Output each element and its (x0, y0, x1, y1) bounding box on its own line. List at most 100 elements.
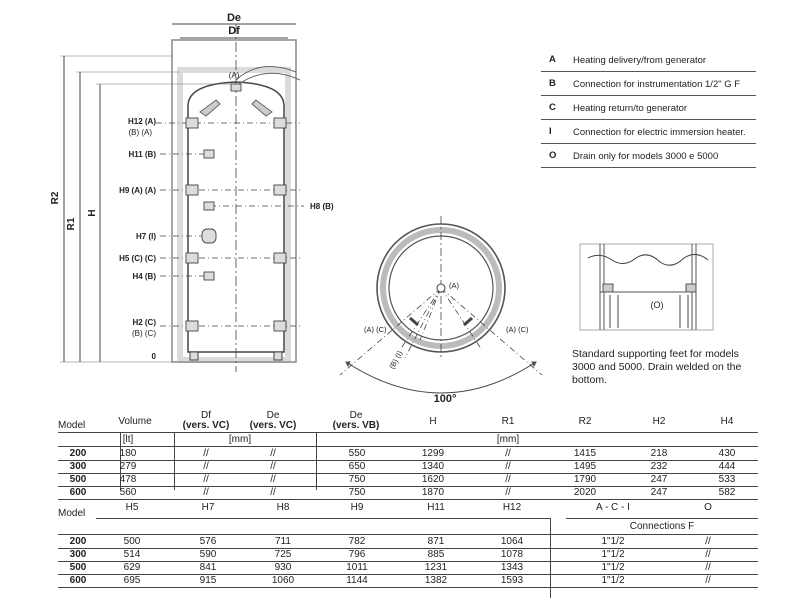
t1-cell-volume: 180 (119, 448, 137, 459)
t2-cell-o: // (705, 536, 711, 547)
t1-cell-volume: 478 (119, 474, 137, 485)
t1-cell-model: 300 (69, 461, 87, 472)
t2-cell-h8: 930 (274, 562, 292, 573)
t2-model-header: Model (58, 508, 86, 519)
t1-cell-h4: 444 (718, 461, 736, 472)
t2-h7-header: H7 (201, 502, 215, 513)
dimensions-table-1: Model Volume Df (vers. VC) De (vers. VC)… (0, 410, 800, 500)
t2-cell-h7: 576 (199, 536, 217, 547)
conn-label-zero: 0 (152, 352, 157, 361)
nozzle-h4 (203, 271, 215, 281)
t1-cell-model: 500 (69, 474, 87, 485)
t2-cell-h8: 1060 (271, 575, 295, 586)
t1-cell-de: // (270, 461, 276, 472)
t1-unit-mm-2: [mm] (496, 434, 520, 445)
legend-text: Heating return/to generator (573, 103, 688, 114)
plan-left-label: (A) (C) (364, 325, 387, 334)
t1-cell-r1: // (505, 448, 511, 459)
t1-cell-df: // (203, 448, 209, 459)
nozzle-h5-right (273, 252, 287, 264)
t1-cell-r2: 2020 (573, 487, 597, 498)
nozzle-h11 (203, 149, 215, 159)
t2-cell-h9: 796 (348, 549, 366, 560)
conn-label-h4: H4 (B) (132, 272, 156, 281)
dim-r2-label: R2 (50, 191, 61, 204)
conn-label-h11: H11 (B) (128, 150, 156, 159)
t2-cell-h12: 1064 (500, 536, 524, 547)
t1-r1-header: R1 (501, 416, 515, 427)
t2-h8-header: H8 (276, 502, 290, 513)
plan-bottom-label: (B) (I) (387, 349, 404, 371)
dimensions-table-2: Model H5 H7 H8 H9 H11 H12 A - C - I O Co… (0, 500, 800, 600)
t1-cell-h4: 582 (718, 487, 736, 498)
t1-cell-r1: // (505, 461, 511, 472)
t1-unit-mm-1: [mm] (228, 434, 252, 445)
t1-cell-de2: 750 (348, 487, 366, 498)
nozzle-h2-right (273, 320, 287, 332)
nozzle-h9-left (185, 184, 199, 196)
t1-cell-r1: // (505, 487, 511, 498)
t1-volume-header: Volume (118, 416, 152, 427)
t2-cell-h5: 514 (123, 549, 141, 560)
top-connection-label: (A) (229, 71, 240, 80)
t1-cell-de2: 550 (348, 448, 366, 459)
t2-h12-header: H12 (502, 502, 522, 513)
t1-cell-h2: 218 (650, 448, 668, 459)
t2-h11-header: H11 (427, 502, 445, 513)
dim-r1-label: R1 (66, 217, 77, 230)
tank-casing (171, 39, 297, 363)
t1-cell-h: 1870 (421, 487, 445, 498)
t2-cell-h11: 885 (427, 549, 445, 560)
tank-casing-inner (177, 67, 291, 363)
plan-center-label: (A) (449, 281, 460, 290)
t1-de2-sub-header: (vers. VB) (332, 420, 380, 431)
t1-unit-lt: [lt] (122, 434, 134, 445)
t2-cell-h11: 1382 (424, 575, 448, 586)
conn-label-h12-sub: (B) (A) (128, 128, 152, 137)
conn-label-h2-sub: (B) (C) (132, 329, 156, 338)
t2-cell-o: // (705, 549, 711, 560)
nozzle-h8 (203, 201, 215, 211)
t2-cell-h11: 871 (427, 536, 445, 547)
legend-text: Drain only for models 3000 e 5000 (573, 151, 719, 162)
t2-h5-header: H5 (125, 502, 139, 513)
t2-cell-h5: 629 (123, 562, 141, 573)
t1-cell-r2: 1495 (573, 461, 597, 472)
t1-cell-de2: 750 (348, 474, 366, 485)
t2-cell-aci: 1"1/2 (601, 549, 625, 560)
t1-r2-header: R2 (578, 416, 592, 427)
t2-connections-header: Connections F (629, 521, 695, 532)
t1-h-header: H (429, 416, 437, 427)
legend-key: B (549, 78, 556, 89)
feet-label: (O) (651, 300, 664, 310)
t2-cell-h8: 711 (275, 536, 291, 547)
angle-arc (345, 361, 537, 394)
t1-cell-de: // (270, 487, 276, 498)
t1-cell-de: // (270, 448, 276, 459)
t1-cell-df: // (203, 487, 209, 498)
t1-de-header: De (266, 410, 280, 421)
t1-cell-volume: 560 (119, 487, 137, 498)
t1-model-header: Model (58, 420, 86, 431)
t1-cell-de: // (270, 474, 276, 485)
t2-cell-model: 600 (69, 575, 87, 586)
feet-detail (579, 243, 714, 331)
legend-row-a: A Heating delivery/from generator (541, 48, 756, 72)
conn-label-h7: H7 (I) (136, 232, 156, 241)
plan-view (339, 216, 543, 394)
t1-cell-h: 1299 (421, 448, 445, 459)
dim-de-label: De (227, 12, 241, 24)
plan-angle-label: 100° (434, 393, 457, 405)
t2-cell-aci: 1"1/2 (601, 562, 625, 573)
t1-cell-volume: 279 (119, 461, 137, 472)
t2-cell-aci: 1"1/2 (601, 536, 625, 547)
legend-row-c: C Heating return/to generator (541, 96, 756, 120)
t1-cell-h4: 430 (718, 448, 736, 459)
nozzle-h9-right (273, 184, 287, 196)
plan-right-label: (A) (C) (506, 325, 529, 334)
feet-note: Standard supporting feet for models 3000… (572, 348, 742, 386)
legend-text: Connection for electric immersion heater… (573, 127, 746, 138)
t1-cell-h: 1620 (421, 474, 445, 485)
legend-key: A (549, 54, 556, 65)
